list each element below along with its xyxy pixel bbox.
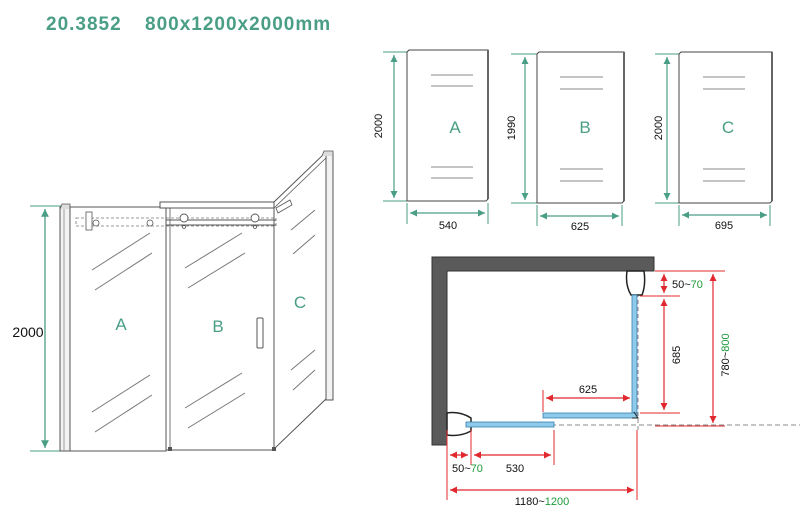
dim-total-width: 1180~1200 — [515, 496, 570, 508]
fixed-glass-panel — [465, 421, 555, 428]
panel-a-label: A — [115, 315, 127, 334]
spec-panel-b: 1990 B 625 — [506, 51, 625, 233]
spec-panel-a: 2000 A 540 — [373, 49, 489, 232]
sliding-door-panel — [542, 412, 638, 419]
panel-b-width: 625 — [571, 221, 589, 233]
panel-b-spec-label: B — [579, 118, 590, 137]
dim-fixed-panel: 530 — [506, 463, 524, 475]
overall-dimensions: 800x1200x2000mm — [145, 14, 332, 35]
panel-c-width: 695 — [715, 220, 733, 232]
spec-panel-c: 2000 C 695 — [653, 51, 773, 232]
panel-a-spec-label: A — [449, 118, 461, 137]
wall-profile-left — [59, 206, 71, 452]
panel-c-side: C — [272, 150, 334, 451]
dim-bottom-gap: 50~70 — [452, 463, 483, 475]
panel-c-spec-label: C — [722, 118, 734, 137]
wall-corner — [431, 256, 655, 446]
door-handle — [256, 317, 264, 349]
panel-b-door: B — [159, 201, 276, 451]
plan-view: 50~70 685 780~800 625 50~70 530 1180~120… — [431, 256, 800, 508]
wall-profile-top — [625, 270, 646, 296]
dim-side-panel: 685 — [671, 346, 683, 364]
perspective-view: 2000 A — [12, 150, 334, 452]
panel-a-glass: A — [69, 206, 167, 452]
panel-b-height: 1990 — [506, 116, 518, 140]
dim-total-depth: 780~800 — [720, 333, 732, 376]
sliding-rail — [75, 211, 277, 231]
dim-door-overlap: 625 — [579, 384, 597, 396]
wall-profile-right — [325, 153, 334, 401]
panel-c-label: C — [294, 293, 306, 312]
perspective-height-label: 2000 — [12, 324, 43, 340]
model-code: 20.3852 — [46, 14, 122, 35]
side-glass-panel — [631, 294, 638, 414]
panel-b-label: B — [212, 317, 223, 336]
dim-top-gap: 50~70 — [672, 279, 703, 291]
perspective-height-dimension: 2000 — [12, 205, 62, 452]
panel-a-height: 2000 — [373, 114, 385, 138]
panel-c-height: 2000 — [653, 116, 665, 140]
panel-a-width: 540 — [439, 220, 457, 232]
